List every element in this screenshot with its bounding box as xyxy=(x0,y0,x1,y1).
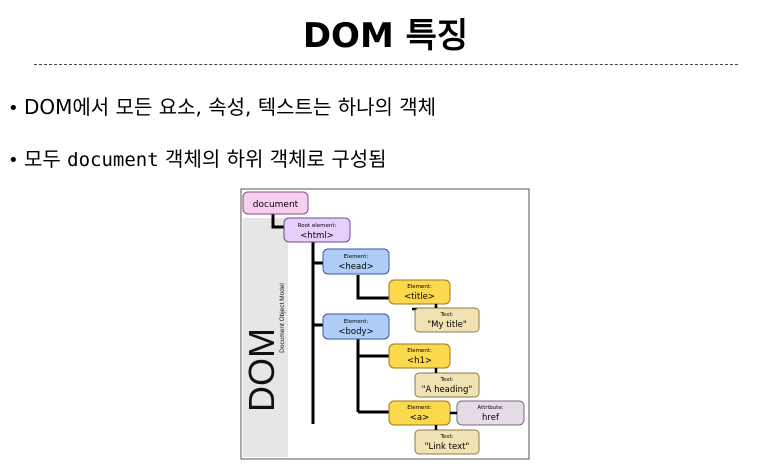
dom-tree-diagram: DOM Document Object Model document Root … xyxy=(240,188,530,460)
bullet-code: document xyxy=(67,149,159,171)
bullet-prefix: 모두 xyxy=(24,147,68,171)
node-h1-text: Text: "A heading" xyxy=(414,372,480,398)
node-label: "Link text" xyxy=(425,442,470,452)
node-head: Element: <head> xyxy=(322,248,390,275)
bullet-item-1: •DOM에서 모든 요소, 속성, 텍스트는 하나의 객체 xyxy=(8,93,436,123)
side-subtitle: Document Object Model xyxy=(279,283,286,353)
node-document: document xyxy=(242,191,309,215)
node-a: Element: <a> xyxy=(388,400,451,426)
side-title: DOM xyxy=(241,328,282,412)
node-caption: Element: xyxy=(407,284,432,290)
node-a-attribute: Attribute: href xyxy=(456,400,525,426)
node-caption: Element: xyxy=(407,405,432,411)
node-caption: Root element: xyxy=(298,223,337,229)
node-caption: Element: xyxy=(344,319,369,325)
node-label: <h1> xyxy=(407,356,432,366)
node-document-label: document xyxy=(253,200,299,210)
node-title-text: Text: "My title" xyxy=(414,307,480,333)
bullet-dot: • xyxy=(8,150,19,171)
node-links xyxy=(434,304,457,430)
node-caption: Element: xyxy=(344,254,369,260)
node-label: <head> xyxy=(338,262,373,272)
node-title: Element: <title> xyxy=(388,279,451,305)
title-divider xyxy=(34,64,738,65)
side-bar xyxy=(243,218,288,457)
node-body: Element: <body> xyxy=(322,313,390,340)
bullet-dot: • xyxy=(8,98,19,119)
slide-title: DOM 특징 xyxy=(302,16,469,56)
node-label: <html> xyxy=(300,231,334,241)
bullet-text: 객체의 하위 객체로 구성됨 xyxy=(158,147,387,171)
node-caption: Text: xyxy=(440,377,454,383)
node-label: <body> xyxy=(338,327,373,337)
node-label: href xyxy=(482,413,500,423)
node-caption: Attribute: xyxy=(477,405,503,411)
bullet-text: DOM에서 모든 요소, 속성, 텍스트는 하나의 객체 xyxy=(24,95,437,119)
node-label: <title> xyxy=(404,292,435,302)
tree-connectors xyxy=(271,214,389,424)
node-a-text: Text: "Link text" xyxy=(414,429,480,455)
node-caption: Element: xyxy=(407,348,432,354)
node-label: "A heading" xyxy=(422,385,473,395)
node-caption: Text: xyxy=(440,312,454,318)
bullet-item-2: •모두 document 객체의 하위 객체로 구성됨 xyxy=(8,145,387,175)
node-caption: Text: xyxy=(440,434,454,440)
node-root-html: Root element: <html> xyxy=(283,217,351,243)
node-label: <a> xyxy=(410,413,429,423)
node-label: "My title" xyxy=(427,320,467,330)
node-h1: Element: <h1> xyxy=(388,343,451,369)
